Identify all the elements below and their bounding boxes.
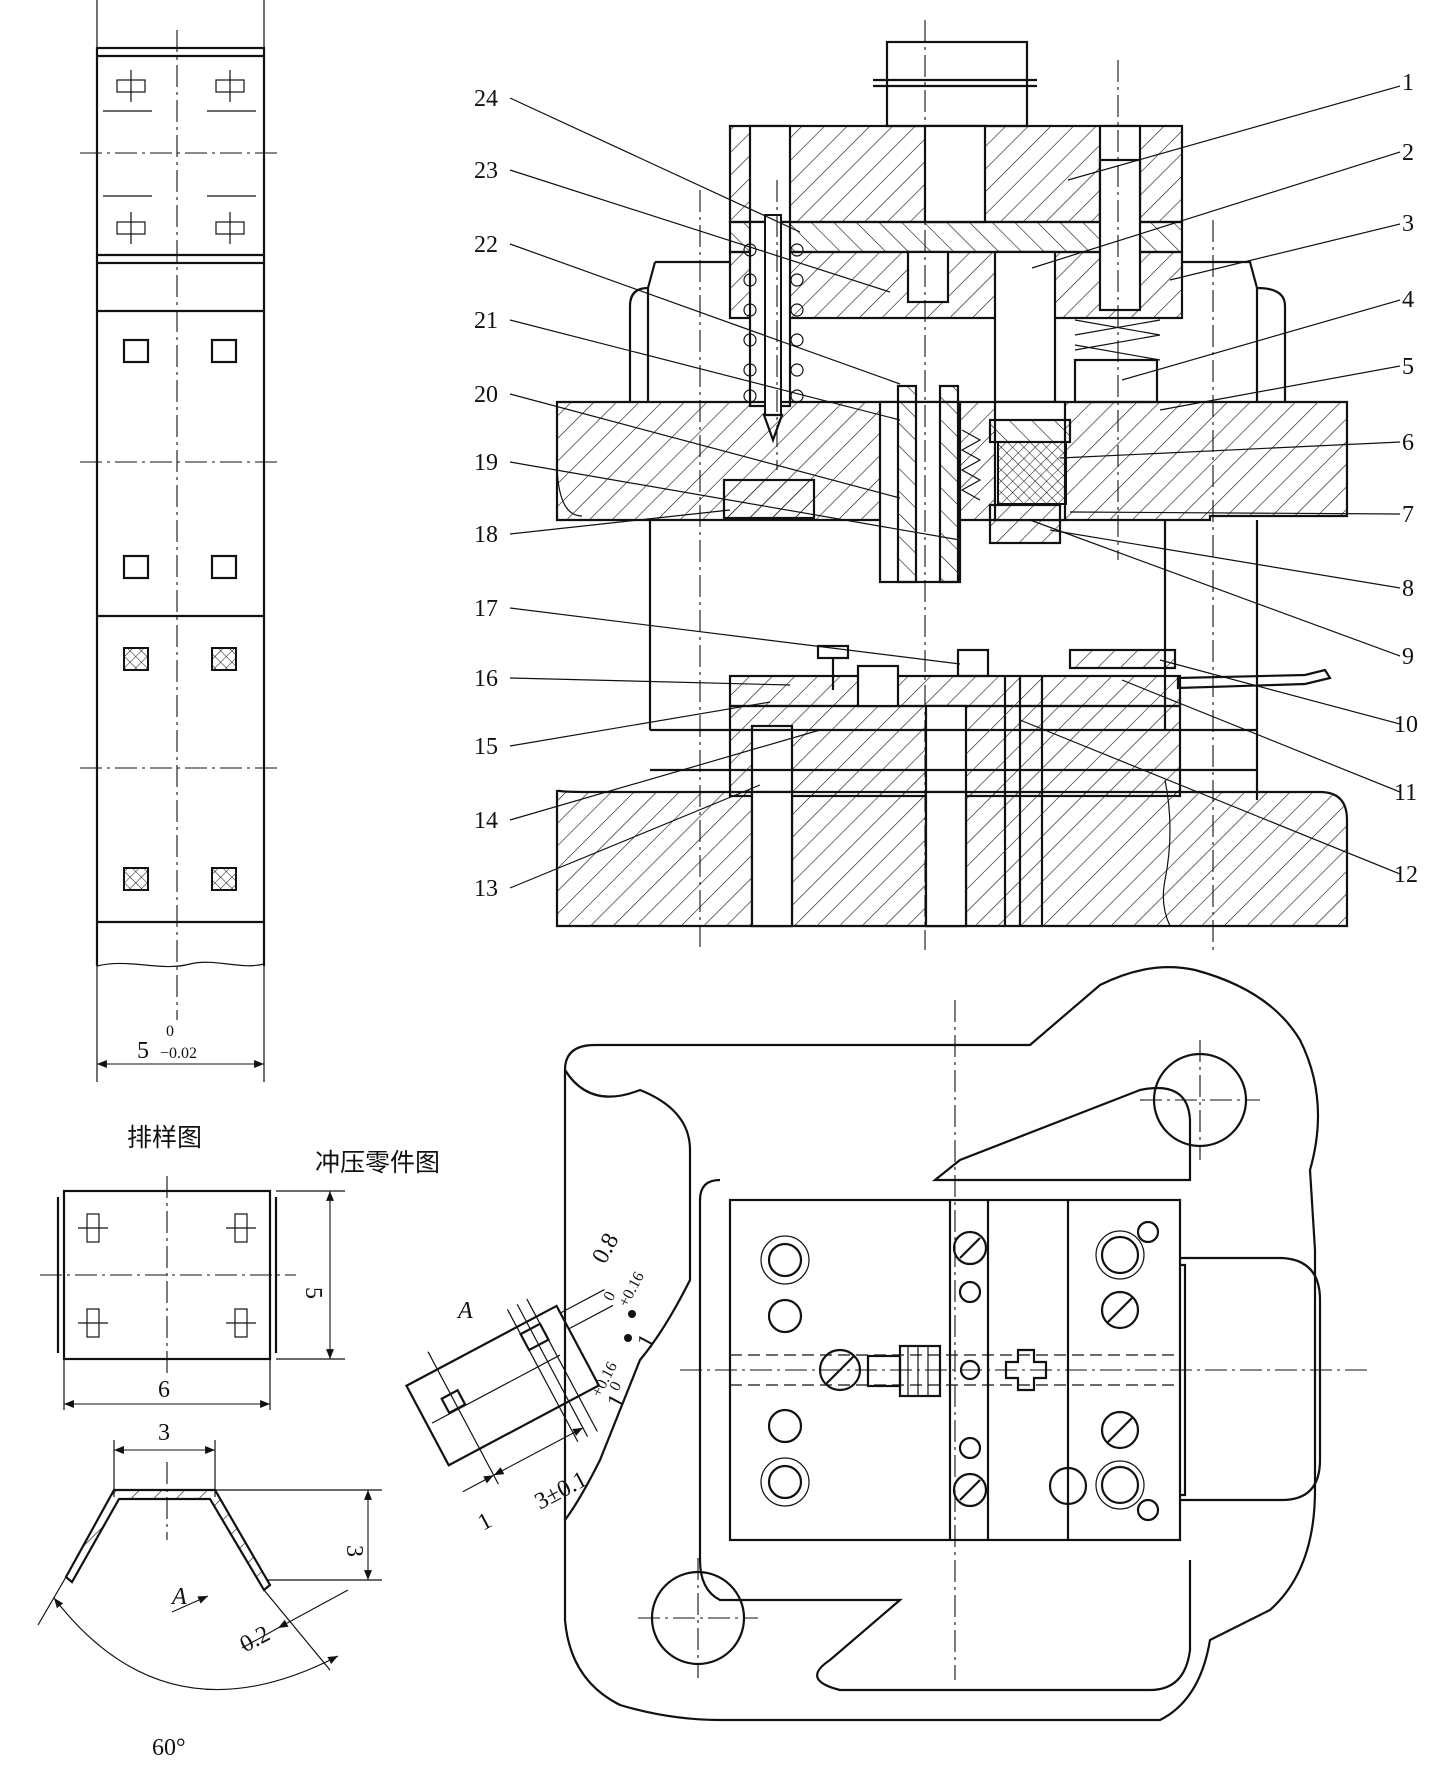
part-label-1: 1 [1402, 70, 1414, 96]
part-label-8: 8 [1402, 576, 1414, 602]
slot-len-dim: 1 [632, 1330, 661, 1353]
blank-width-dim: 6 [158, 1377, 170, 1403]
part-label-13: 13 [474, 876, 498, 902]
die-section-view [555, 20, 1349, 950]
part-label-16: 16 [474, 666, 498, 692]
part-label-21: 21 [474, 308, 498, 334]
spring-right [1073, 319, 1161, 404]
blank-view: 5 6 [40, 1176, 345, 1410]
part-label-6: 6 [1402, 430, 1414, 456]
leader-lines [509, 85, 1401, 889]
part-label-11: 11 [1394, 780, 1417, 806]
part-label-15: 15 [474, 734, 498, 760]
blank-height-dim: 5 [300, 1287, 326, 1299]
hole-tol: +0.16 [589, 1359, 621, 1400]
die-plan-view [563, 966, 1370, 1722]
thickness-dim: 0.2 [236, 1621, 275, 1658]
part-label-22: 22 [474, 232, 498, 258]
part-label-18: 18 [474, 522, 498, 548]
angle-dim: 60° [152, 1735, 186, 1761]
part-label-17: 17 [474, 596, 498, 622]
part-label-5: 5 [1402, 354, 1414, 380]
view-a: A 1 3±0.1 1 +0.16 0 1 0.8 +0.16 0 [404, 1229, 661, 1537]
part-label-20: 20 [474, 382, 498, 408]
part-height-dim: 3 [341, 1545, 367, 1557]
screw-heads-right [1048, 1220, 1160, 1522]
spring-center [960, 429, 982, 501]
part-top-dim: 3 [158, 1420, 170, 1446]
part-label-23: 23 [474, 158, 498, 184]
view-a-label: A [456, 1298, 473, 1324]
layout-caption: 排样图 [127, 1123, 203, 1152]
part-label-2: 2 [1402, 140, 1414, 166]
part-numbers-right: 1 2 3 4 5 6 7 8 9 10 11 12 [1394, 70, 1418, 888]
part-label-19: 19 [474, 450, 498, 476]
part-label-14: 14 [474, 808, 498, 834]
part-drawing-caption: 冲压零件图 [315, 1148, 441, 1177]
part-label-4: 4 [1402, 287, 1414, 313]
strip-layout: 5 0 −0.02 [80, 0, 280, 1082]
screw-holes-left [760, 1235, 810, 1507]
strip-width-dim: 5 [137, 1038, 149, 1064]
pierce-slot-marks [116, 70, 245, 244]
part-label-9: 9 [1402, 644, 1414, 670]
slot-tol: +0.16 [616, 1269, 648, 1310]
view-a-arrow-label: A [170, 1584, 187, 1610]
part-label-12: 12 [1394, 862, 1418, 888]
screw-heads-center [952, 1230, 988, 1508]
part-label-10: 10 [1394, 712, 1418, 738]
edge-dim: 1 [474, 1508, 497, 1537]
strip-tol-upper: 0 [166, 1023, 174, 1040]
slot-tol-lower: 0 [601, 1289, 620, 1304]
part-label-7: 7 [1402, 502, 1414, 528]
part-section: 3 3 0.2 A 60° [37, 1420, 382, 1761]
slot-width-dim: 0.8 [587, 1229, 624, 1268]
blank-slot-marks [78, 1213, 256, 1338]
part-numbers-left: 13 14 15 16 17 18 19 20 21 22 23 24 [474, 86, 498, 902]
part-label-24: 24 [474, 86, 498, 112]
part-label-3: 3 [1402, 211, 1414, 237]
strip-tol-lower: −0.02 [160, 1045, 197, 1062]
